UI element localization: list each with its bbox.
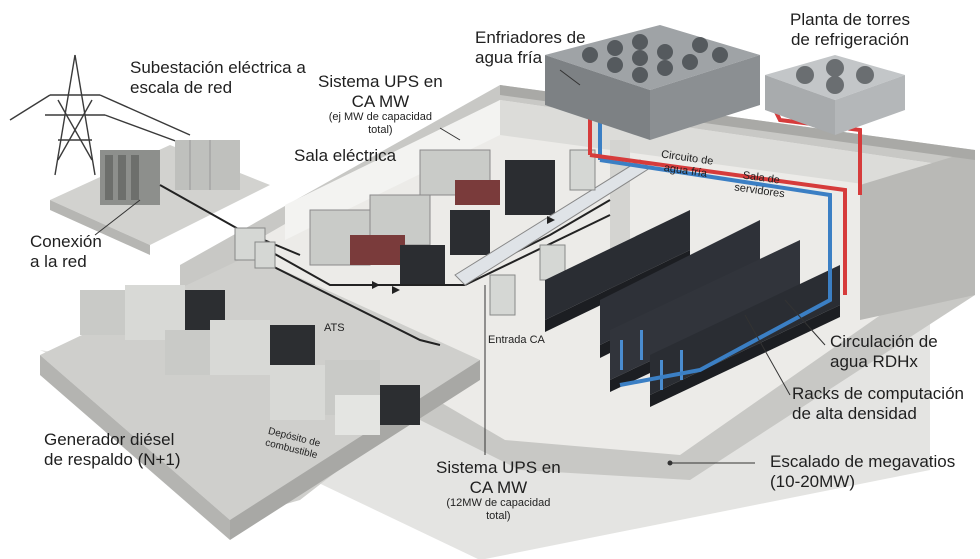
label-racks-line2: de alta densidad — [792, 403, 917, 423]
label-rdhx-line1: Circulación de — [830, 332, 938, 351]
label-chillers-line1: Enfriadores de — [475, 28, 586, 47]
ac-input-panel — [489, 274, 516, 316]
label-grid-connection-line2: a la red — [30, 251, 87, 271]
label-scaling-line2: (10-20MW) — [770, 471, 856, 491]
transformers — [100, 140, 240, 205]
label-substation: Subestación eléctrica a escala de red — [130, 58, 306, 97]
label-substation-line2: escala de red — [130, 77, 233, 97]
label-ac-input: Entrada CA — [488, 334, 545, 346]
label-ups-top: Sistema UPS en CA MW (ej MW de capacidad… — [318, 72, 443, 136]
label-racks: Racks de computación de alta densidad — [792, 384, 964, 423]
label-ups-bottom: Sistema UPS en CA MW (12MW de capacidad … — [436, 458, 561, 522]
label-ups-top-note-line1: (ej MW de capacidad — [328, 111, 433, 124]
label-generator-line2: de respaldo (N+1) — [44, 449, 181, 469]
label-cooling-towers: Planta de torres de refrigeración — [790, 10, 910, 49]
label-ups-top-line1: Sistema UPS en — [318, 72, 443, 91]
leader-dot — [667, 460, 673, 466]
substation-slab-edge — [50, 200, 150, 255]
rack-lights — [620, 330, 683, 390]
label-ups-bottom-note-line1: (12MW de capacidad — [446, 497, 551, 510]
label-substation-line1: Subestación eléctrica a — [130, 58, 306, 77]
label-grid-connection: Conexión a la red — [30, 232, 102, 271]
label-grid-connection-line1: Conexión — [30, 232, 102, 251]
label-rdhx-line2: agua RDHx — [830, 351, 918, 371]
back-wall-left — [285, 100, 500, 240]
label-ups-top-note-line2: total) — [368, 123, 393, 136]
label-scaling: Escalado de megavatios (10-20MW) — [770, 452, 955, 491]
label-scaling-line1: Escalado de megavatios — [770, 452, 956, 471]
label-ups-bottom-line2: CA MW — [469, 477, 528, 497]
flow-markers — [372, 216, 555, 294]
server-racks — [545, 210, 840, 407]
label-chillers-line2: agua fría — [475, 47, 543, 67]
label-cooling-towers-line1: Planta de torres — [790, 10, 911, 29]
label-electrical-room: Sala eléctrica — [294, 146, 397, 165]
label-ups-bottom-note-line2: total) — [486, 509, 511, 522]
label-generator: Generador diésel de respaldo (N+1) — [44, 430, 181, 469]
label-cooling-towers-line2: de refrigeración — [790, 29, 910, 49]
label-ups-bottom-line1: Sistema UPS en — [436, 458, 561, 477]
ats-panel-2 — [254, 241, 276, 269]
leader-lines — [94, 69, 826, 464]
generator-yard-wall — [40, 355, 230, 540]
label-chillers: Enfriadores de agua fría — [475, 28, 586, 67]
label-ats: ATS — [324, 322, 345, 334]
generators — [80, 285, 420, 435]
label-ups-top-line2: CA MW — [351, 91, 410, 111]
chillers — [545, 25, 760, 140]
cdu-panel — [569, 149, 596, 191]
label-racks-line1: Racks de computación — [792, 384, 964, 403]
electrical-cabinets — [309, 149, 555, 285]
right-wall — [860, 150, 975, 320]
label-rdhx: Circulación de agua RDHx — [830, 332, 938, 371]
label-generator-line1: Generador diésel — [44, 430, 175, 449]
cooling-towers — [765, 55, 905, 135]
